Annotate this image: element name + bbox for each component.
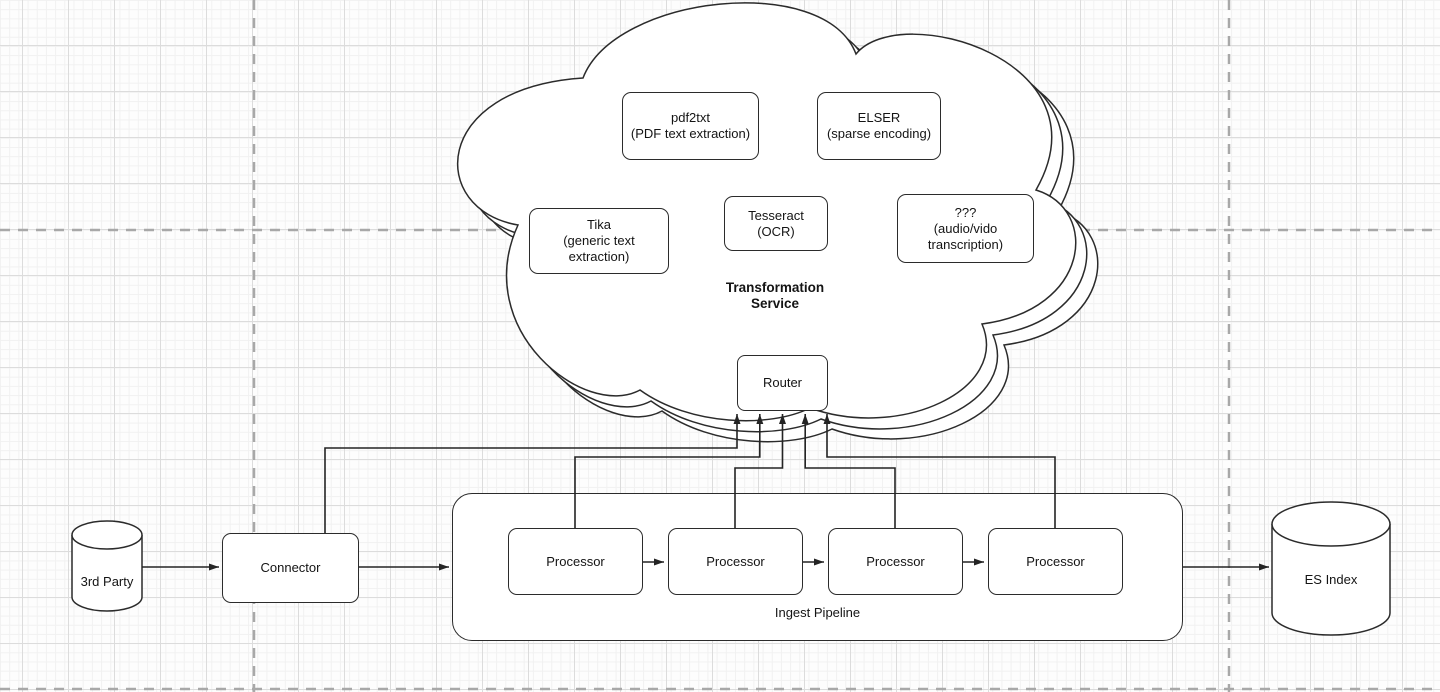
cylinder-rim: [1271, 523, 1391, 547]
title-line1: Transformation: [725, 280, 825, 295]
processor-4-label: Processor: [1026, 553, 1085, 569]
cylinder-rim: [71, 534, 143, 550]
unknown-transcription-node[interactable]: ??? (audio/vido transcription): [897, 194, 1034, 263]
connector-label: Connector: [260, 560, 321, 575]
pdf2txt-label-line1: pdf2txt: [670, 110, 711, 125]
unknown-label-line3: transcription): [927, 236, 1004, 252]
processor-node-1[interactable]: Processor: [508, 528, 643, 595]
third-party-label: 3rd Party: [80, 574, 134, 589]
router-label: Router: [762, 375, 803, 390]
tika-label-line1: Tika: [586, 217, 612, 232]
elser-node[interactable]: ELSER (sparse encoding): [817, 92, 941, 160]
elser-label-line2: (sparse encoding): [826, 126, 932, 141]
tika-label-line3: extraction): [568, 249, 630, 264]
title-line2: Service: [750, 296, 800, 311]
third-party-cylinder[interactable]: [71, 520, 143, 612]
processor-node-4[interactable]: Processor: [988, 528, 1123, 595]
pdf2txt-label-line2: (PDF text extraction): [630, 126, 751, 141]
router-node[interactable]: Router: [737, 355, 828, 411]
pdf2txt-node[interactable]: pdf2txt (PDF text extraction): [622, 92, 759, 160]
tesseract-label-line2: (OCR): [757, 223, 795, 239]
unknown-label-line1: ???: [954, 204, 977, 220]
transformation-service-title: Transformation Service: [690, 280, 860, 312]
tesseract-label-line1: Tesseract: [748, 207, 804, 223]
tika-label-line2: (generic text: [563, 233, 635, 248]
processor-node-2[interactable]: Processor: [668, 528, 803, 595]
es-index-label: ES Index: [1304, 572, 1358, 587]
tika-node[interactable]: Tika (generic text extraction): [529, 208, 669, 274]
ingest-pipeline-label: Ingest Pipeline: [774, 605, 861, 620]
tesseract-node[interactable]: Tesseract (OCR): [724, 196, 828, 251]
processor-3-label: Processor: [866, 553, 925, 569]
connector-node[interactable]: Connector: [222, 533, 359, 603]
processor-node-3[interactable]: Processor: [828, 528, 963, 595]
es-index-cylinder[interactable]: [1271, 501, 1391, 636]
unknown-label-line2: (audio/vido: [933, 220, 998, 236]
elser-label-line1: ELSER: [857, 110, 901, 125]
processor-2-label: Processor: [706, 553, 765, 569]
processor-1-label: Processor: [546, 553, 605, 569]
